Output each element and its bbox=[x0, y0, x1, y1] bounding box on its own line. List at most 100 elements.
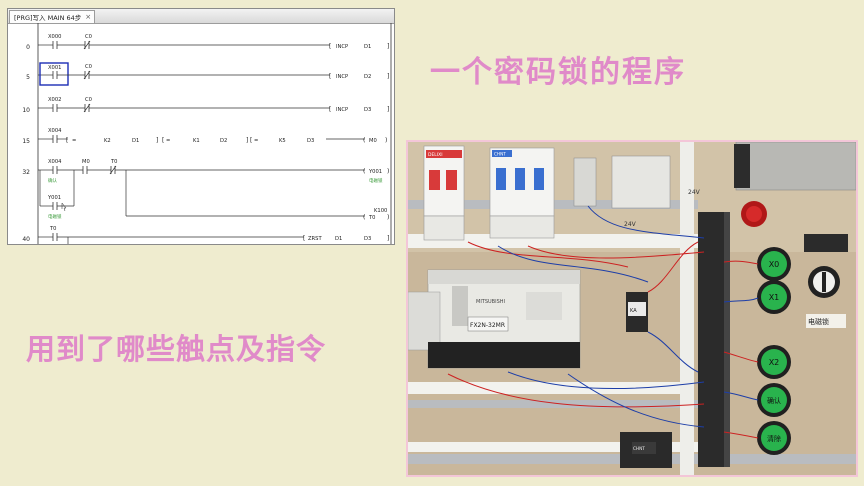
button-label: X1 bbox=[769, 293, 780, 302]
button-label: 清除 bbox=[767, 434, 781, 443]
mouse-pointer-icon bbox=[61, 202, 67, 212]
cabinet-photo: DELIXI CHNT 24V 24V bbox=[406, 140, 858, 477]
plc-model: FX2N-32MR bbox=[470, 322, 505, 329]
step-number: 15 bbox=[22, 138, 30, 145]
step-number: 32 bbox=[22, 169, 30, 176]
device-comment: 电磁锁 bbox=[369, 177, 383, 184]
chnt-label: CHNT bbox=[633, 446, 645, 451]
ladder-diagram[interactable]: 0 X000 C0 [ INCP D1 ] 5 bbox=[8, 23, 395, 245]
terminal-strip bbox=[698, 212, 730, 467]
contact-no[interactable] bbox=[82, 166, 88, 174]
button-label: X2 bbox=[769, 358, 780, 367]
svg-text:): ) bbox=[387, 214, 389, 221]
terminal-block bbox=[611, 155, 671, 209]
wire-duct bbox=[680, 142, 694, 475]
contact-no[interactable] bbox=[52, 104, 58, 112]
button-x0[interactable]: X0 bbox=[757, 247, 791, 281]
svg-text:]: ] bbox=[387, 235, 389, 242]
step-number: 5 bbox=[26, 74, 30, 81]
wiring bbox=[447, 205, 759, 439]
svg-text:]: ] bbox=[246, 137, 248, 144]
device-comment: 电磁锁 bbox=[48, 213, 62, 220]
contact-no[interactable] bbox=[52, 202, 58, 210]
svg-text:[: [ bbox=[162, 137, 164, 144]
svg-text:[: [ bbox=[250, 137, 252, 144]
svg-text:[: [ bbox=[303, 235, 305, 242]
terminal-block bbox=[804, 234, 848, 252]
contact-label: X001 bbox=[48, 65, 61, 71]
delixi-breaker: DELIXI bbox=[423, 145, 465, 241]
label-tag bbox=[806, 314, 846, 328]
chnt-breaker: CHNT bbox=[489, 147, 555, 239]
power-supply bbox=[735, 142, 856, 191]
wire-duct bbox=[408, 442, 698, 452]
chnt-label: CHNT bbox=[494, 152, 506, 157]
bracket-close: ] bbox=[387, 73, 389, 80]
step-number: 10 bbox=[22, 107, 30, 114]
contact-label: X004 bbox=[48, 159, 62, 165]
instruction: INCP bbox=[336, 74, 348, 80]
output-coil: Y001 bbox=[368, 169, 382, 175]
contact-no[interactable] bbox=[52, 41, 58, 49]
ladder-rung[interactable]: 40 T0 [ ZRST D1 D3 ] bbox=[22, 226, 389, 245]
compare-operand: K5 bbox=[279, 138, 286, 144]
operand: D1 bbox=[335, 236, 342, 242]
contact-no[interactable] bbox=[52, 135, 58, 143]
timer-preset: K100 bbox=[374, 208, 387, 214]
ladder-editor-window: [PRG]写入 MAIN 64步 × 0 X000 C0 [ I bbox=[7, 8, 395, 245]
close-icon[interactable]: × bbox=[85, 12, 92, 21]
plc-brand: MITSUBISHI bbox=[476, 299, 505, 305]
contact-label: M0 bbox=[82, 159, 90, 165]
operand: D1 bbox=[364, 44, 371, 50]
cell-cursor bbox=[39, 62, 69, 86]
contact-no[interactable] bbox=[52, 71, 58, 79]
instruction: INCP bbox=[336, 107, 348, 113]
contact-label: X000 bbox=[48, 34, 61, 40]
breaker-brand: DELIXI bbox=[428, 152, 443, 158]
button-clear[interactable]: 清除 bbox=[757, 421, 791, 455]
ladder-rung[interactable]: 5 X001 C0 [ INCP D2 ] bbox=[26, 62, 389, 86]
operand: D2 bbox=[364, 74, 371, 80]
selector-switch[interactable] bbox=[808, 266, 840, 298]
compare-operand: D1 bbox=[132, 138, 139, 144]
ladder-rung[interactable]: 15 X004 [ = K2 D1 ] [ = K1 D2 ] [ = K5 D… bbox=[22, 128, 387, 145]
ladder-rung[interactable]: 32 X004 确认 M0 T0 ( Y001 ) bbox=[22, 159, 389, 221]
tab-main-program[interactable]: [PRG]写入 MAIN 64步 × bbox=[9, 10, 96, 23]
relay: KA bbox=[626, 292, 648, 332]
tab-title: [PRG]写入 MAIN 64步 bbox=[14, 14, 82, 22]
terminal-label: 24V bbox=[624, 221, 637, 228]
contact-label: T0 bbox=[49, 226, 56, 232]
contact-label: C0 bbox=[85, 34, 92, 40]
contact-label: X004 bbox=[48, 128, 62, 134]
wire-duct bbox=[408, 234, 698, 248]
compare-operator: = bbox=[72, 138, 76, 144]
button-x1[interactable]: X1 bbox=[757, 280, 791, 314]
svg-text:): ) bbox=[387, 168, 389, 175]
editor-tab-bar: [PRG]写入 MAIN 64步 × bbox=[8, 9, 394, 24]
contact-no[interactable] bbox=[52, 166, 58, 174]
button-confirm[interactable]: 确认 bbox=[757, 383, 791, 417]
button-label: X0 bbox=[769, 260, 780, 269]
compare-operator: = bbox=[254, 138, 258, 144]
operand: D3 bbox=[364, 236, 371, 242]
bracket-open: [ bbox=[329, 73, 331, 80]
video-subtitle-caption: 用到了哪些触点及指令 bbox=[26, 332, 327, 366]
svg-text:[: [ bbox=[66, 137, 68, 144]
svg-text:(: ( bbox=[363, 137, 365, 144]
contact-label: C0 bbox=[85, 64, 92, 70]
switch-label: 电磁锁 bbox=[808, 317, 829, 326]
button-x2[interactable]: X2 bbox=[757, 345, 791, 379]
compare-operand: K1 bbox=[193, 138, 200, 144]
svg-text:): ) bbox=[385, 137, 387, 144]
video-title-caption: 一个密码锁的程序 bbox=[430, 55, 686, 90]
instruction: ZRST bbox=[308, 236, 322, 242]
instruction: INCP bbox=[336, 44, 348, 50]
contact-no[interactable] bbox=[52, 233, 58, 241]
operand: D3 bbox=[364, 107, 371, 113]
plc-unit: MITSUBISHI FX2N-32MR bbox=[408, 269, 581, 369]
contact-label: Y001 bbox=[47, 195, 61, 201]
ladder-rung[interactable]: 10 X002 C0 [ INCP D3 ] bbox=[22, 97, 389, 114]
device-comment: 确认 bbox=[48, 177, 57, 184]
bracket-open: [ bbox=[329, 106, 331, 113]
ladder-rung[interactable]: 0 X000 C0 [ INCP D1 ] bbox=[26, 34, 389, 51]
